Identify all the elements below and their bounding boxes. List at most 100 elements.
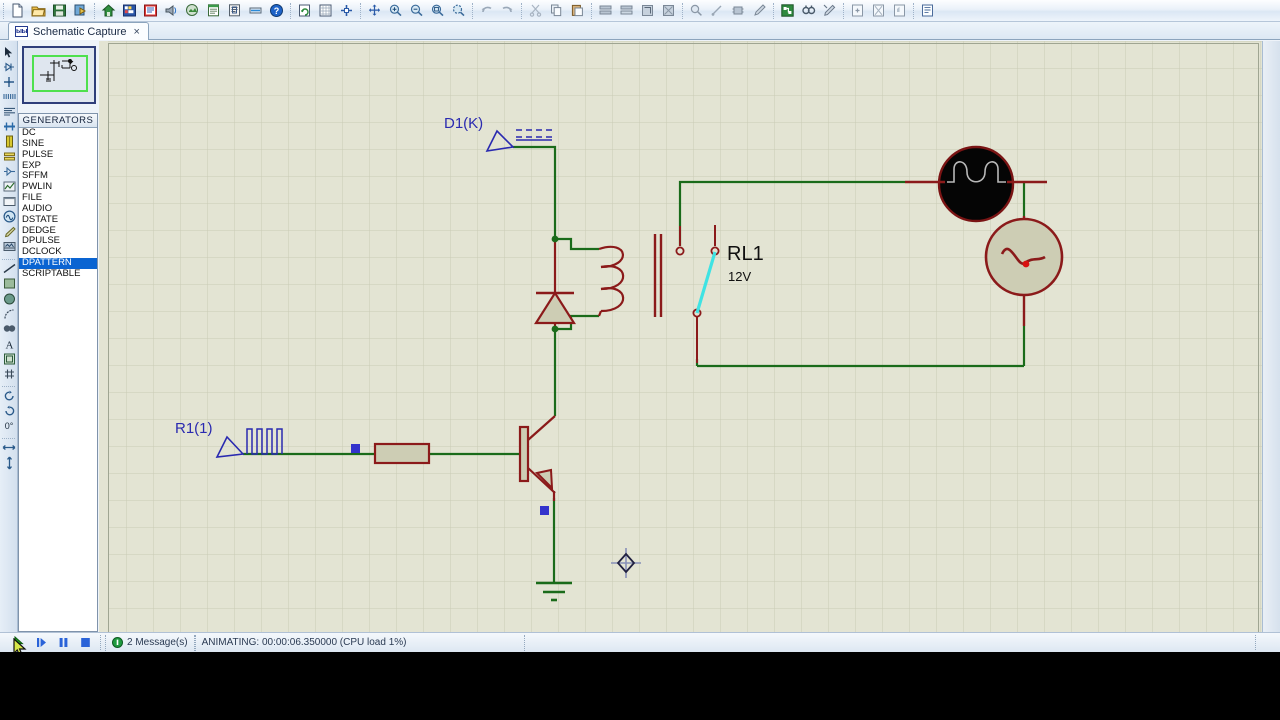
exit-sheet-icon[interactable] — [890, 1, 909, 20]
tape-recorder-icon[interactable] — [0, 194, 18, 209]
terminals-icon[interactable] — [0, 149, 18, 164]
object-selector-item-scriptable[interactable]: SCRIPTABLE — [22, 267, 81, 279]
rotation-angle-icon[interactable]: 0° — [0, 418, 18, 433]
mirror-vertical-icon[interactable] — [0, 455, 18, 470]
resistor-r1-body[interactable] — [373, 442, 431, 465]
rotate-cw-icon[interactable] — [0, 388, 18, 403]
export-graphics-icon[interactable] — [183, 1, 202, 20]
cut-icon[interactable] — [526, 1, 545, 20]
zoom-area-icon[interactable] — [449, 1, 468, 20]
device-pin-icon[interactable] — [0, 164, 18, 179]
arc-tool-icon[interactable] — [0, 306, 18, 321]
mark-output-icon[interactable] — [162, 1, 181, 20]
remove-sheet-icon[interactable] — [869, 1, 888, 20]
dpattern-generator-d1[interactable] — [485, 129, 552, 153]
block-copy-icon[interactable] — [596, 1, 615, 20]
circle-tool-icon[interactable] — [0, 291, 18, 306]
object-selector-item-audio[interactable]: AUDIO — [22, 202, 53, 214]
home-icon[interactable] — [99, 1, 118, 20]
dpattern-generator-r1[interactable] — [215, 428, 283, 458]
zoom-out-icon[interactable] — [407, 1, 426, 20]
overview-preview-panel[interactable] — [22, 46, 96, 104]
object-selector-item-dc[interactable]: DC — [22, 127, 36, 138]
make-device-icon[interactable] — [708, 1, 727, 20]
graph-mode-icon[interactable] — [0, 179, 18, 194]
pan-icon[interactable] — [365, 1, 384, 20]
origin-icon[interactable] — [337, 1, 356, 20]
schematic-canvas[interactable]: D1(K) R1(1) RL1 12V — [99, 41, 1262, 632]
bill-of-materials-icon[interactable] — [204, 1, 223, 20]
new-sheet-icon[interactable] — [848, 1, 867, 20]
grid-toggle-icon[interactable] — [316, 1, 335, 20]
vertical-scrollbar[interactable] — [1262, 41, 1280, 632]
close-icon[interactable]: × — [133, 25, 140, 38]
zoom-all-icon[interactable] — [428, 1, 447, 20]
line-tool-icon[interactable] — [0, 261, 18, 276]
block-move-icon[interactable] — [617, 1, 636, 20]
help-icon[interactable]: ? — [267, 1, 286, 20]
block-delete-icon[interactable] — [659, 1, 678, 20]
object-selector-item-dpulse[interactable]: DPULSE — [22, 235, 61, 247]
box-tool-icon[interactable] — [0, 276, 18, 291]
object-selector-item-sine[interactable]: SINE — [22, 137, 45, 149]
mirror-horizontal-icon[interactable] — [0, 440, 18, 455]
circuit-schematic[interactable]: D1(K) R1(1) RL1 12V — [99, 41, 1262, 632]
search-tag-icon[interactable] — [799, 1, 818, 20]
tab-schematic-capture[interactable]: ыы Schematic Capture × — [8, 22, 149, 40]
marker-tool-icon[interactable] — [0, 366, 18, 381]
decompose-icon[interactable] — [750, 1, 769, 20]
wire-label-icon[interactable] — [0, 89, 18, 104]
pause-icon[interactable] — [52, 634, 74, 652]
design-explorer-icon[interactable] — [918, 1, 937, 20]
component-mode-icon[interactable] — [0, 59, 18, 74]
electrical-rules-icon[interactable] — [246, 1, 265, 20]
path-tool-icon[interactable] — [0, 321, 18, 336]
object-selector-item-dclock[interactable]: DCLOCK — [22, 246, 62, 258]
selection-arrow-icon[interactable] — [0, 44, 18, 59]
voltage-probe-icon[interactable] — [0, 224, 18, 239]
rotate-ccw-icon[interactable] — [0, 403, 18, 418]
paste-icon[interactable] — [568, 1, 587, 20]
object-selector-item-exp[interactable]: EXP — [22, 159, 42, 171]
new-file-icon[interactable] — [8, 1, 27, 20]
refresh-icon[interactable] — [295, 1, 314, 20]
bus-mode-icon[interactable] — [0, 119, 18, 134]
undo-icon[interactable] — [477, 1, 496, 20]
print-preview-icon[interactable] — [141, 1, 160, 20]
junction-dot-icon[interactable] — [0, 74, 18, 89]
text-script-icon[interactable] — [0, 104, 18, 119]
zoom-in-icon[interactable] — [386, 1, 405, 20]
block-rotate-icon[interactable] — [638, 1, 657, 20]
step-icon[interactable] — [30, 634, 52, 652]
schematic-editor-area[interactable]: D1(K) R1(1) RL1 12V — [99, 41, 1280, 632]
pick-device-icon[interactable] — [687, 1, 706, 20]
packaging-tool-icon[interactable] — [729, 1, 748, 20]
object-selector-item-dstate[interactable]: DSTATE — [22, 213, 59, 225]
npn-transistor-symbol[interactable] — [518, 415, 556, 501]
generator-mode-icon[interactable] — [0, 209, 18, 224]
text-tool-icon[interactable]: A — [0, 336, 18, 351]
messages-indicator[interactable]: 2 Message(s) — [105, 634, 195, 651]
object-selector-item-sffm[interactable]: SFFM — [22, 170, 48, 182]
lamp-symbol[interactable] — [905, 145, 1047, 223]
object-selector-item-pulse[interactable]: PULSE — [22, 148, 54, 160]
stop-icon[interactable] — [74, 634, 96, 652]
symbol-tool-icon[interactable] — [0, 351, 18, 366]
property-assignment-icon[interactable] — [820, 1, 839, 20]
save-disk-icon[interactable] — [50, 1, 69, 20]
virtual-instrument-icon[interactable] — [0, 239, 18, 254]
print-layout-icon[interactable] — [120, 1, 139, 20]
object-selector-item-pwlin[interactable]: PWLIN — [22, 181, 53, 193]
object-selector-item-dedge[interactable]: DEDGE — [22, 224, 56, 236]
object-selector-item-dpattern[interactable]: DPATTERN — [19, 257, 97, 269]
redo-icon[interactable] — [498, 1, 517, 20]
netlist-report-icon[interactable] — [225, 1, 244, 20]
open-folder-icon[interactable] — [29, 1, 48, 20]
object-selector-item-file[interactable]: FILE — [22, 192, 43, 204]
import-section-icon[interactable] — [71, 1, 90, 20]
wire-autorouter-icon[interactable] — [778, 1, 797, 20]
ac-source-symbol[interactable] — [984, 216, 1064, 366]
copy-icon[interactable] — [547, 1, 566, 20]
